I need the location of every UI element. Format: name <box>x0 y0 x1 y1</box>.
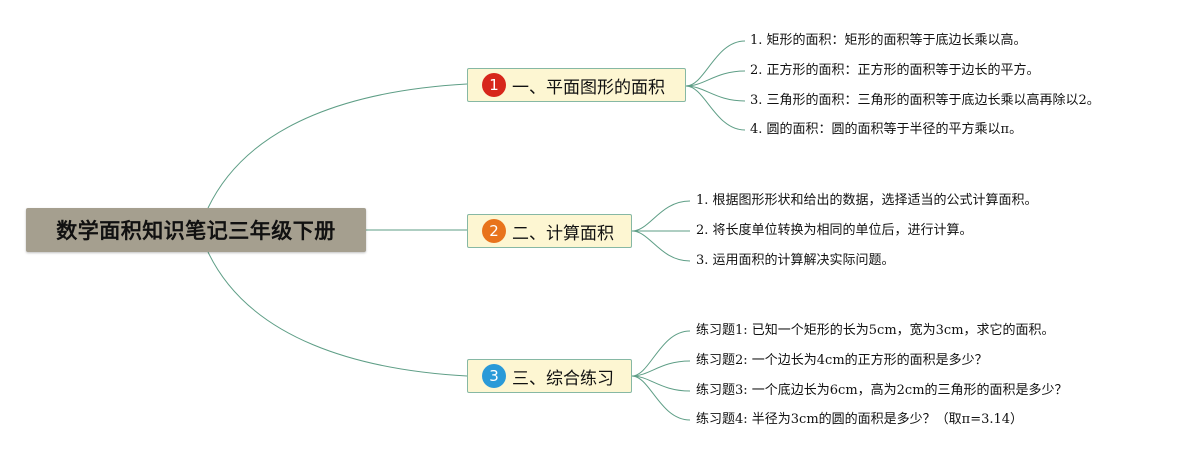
branch-label: 三、综合练习 <box>512 368 614 389</box>
branch-label: 二、计算面积 <box>512 223 614 244</box>
root-link-1 <box>207 83 468 209</box>
leaf-link-1-3 <box>685 85 746 102</box>
root-link-3 <box>207 251 468 377</box>
leaf-item-2-2[interactable]: 2. 将长度单位转换为相同的单位后，进行计算。 <box>696 223 973 238</box>
leaf-link-1-4 <box>685 85 746 131</box>
branch-topic-2[interactable]: 2 二、计算面积 <box>467 214 632 248</box>
leaf-link-1-2 <box>685 70 746 87</box>
leaf-item-2-1[interactable]: 1. 根据图形形状和给出的数据，选择适当的公式计算面积。 <box>696 193 1038 208</box>
leaf-item-1-3[interactable]: 3. 三角形的面积：三角形的面积等于底边长乘以高再除以2。 <box>750 93 1100 108</box>
leaf-item-1-4[interactable]: 4. 圆的面积：圆的面积等于半径的平方乘以π。 <box>750 122 1023 137</box>
leaf-link-3-2 <box>631 360 691 377</box>
branch-label: 一、平面图形的面积 <box>512 77 665 98</box>
leaf-link-2-3 <box>631 230 691 262</box>
leaf-item-3-4[interactable]: 练习题4: 半径为3cm的圆的面积是多少？（取π=3.14） <box>696 412 1024 427</box>
root-title: 数学面积知识笔记三年级下册 <box>56 219 336 243</box>
leaf-link-3-1 <box>631 330 691 377</box>
branch-topic-3[interactable]: 3 三、综合练习 <box>467 359 632 393</box>
leaf-item-3-3[interactable]: 练习题3: 一个底边长为6cm，高为2cm的三角形的面积是多少？ <box>696 383 1068 398</box>
leaf-item-1-1[interactable]: 1. 矩形的面积：矩形的面积等于底边长乘以高。 <box>750 33 1027 48</box>
number-badge-icon: 2 <box>482 219 506 243</box>
leaf-item-2-3[interactable]: 3. 运用面积的计算解决实际问题。 <box>696 253 895 268</box>
number-badge-icon: 3 <box>482 364 506 388</box>
leaf-item-1-2[interactable]: 2. 正方形的面积：正方形的面积等于边长的平方。 <box>750 63 1040 78</box>
leaf-item-3-1[interactable]: 练习题1: 已知一个矩形的长为5cm，宽为3cm，求它的面积。 <box>696 323 1055 338</box>
root-topic[interactable]: 数学面积知识笔记三年级下册 <box>26 208 366 252</box>
number-badge-icon: 1 <box>482 73 506 97</box>
leaf-link-2-1 <box>631 200 691 232</box>
branch-topic-1[interactable]: 1 一、平面图形的面积 <box>467 68 686 102</box>
leaf-link-1-1 <box>685 40 746 87</box>
leaf-link-3-3 <box>631 375 691 392</box>
leaf-link-3-4 <box>631 375 691 421</box>
leaf-item-3-2[interactable]: 练习题2: 一个边长为4cm的正方形的面积是多少？ <box>696 353 988 368</box>
